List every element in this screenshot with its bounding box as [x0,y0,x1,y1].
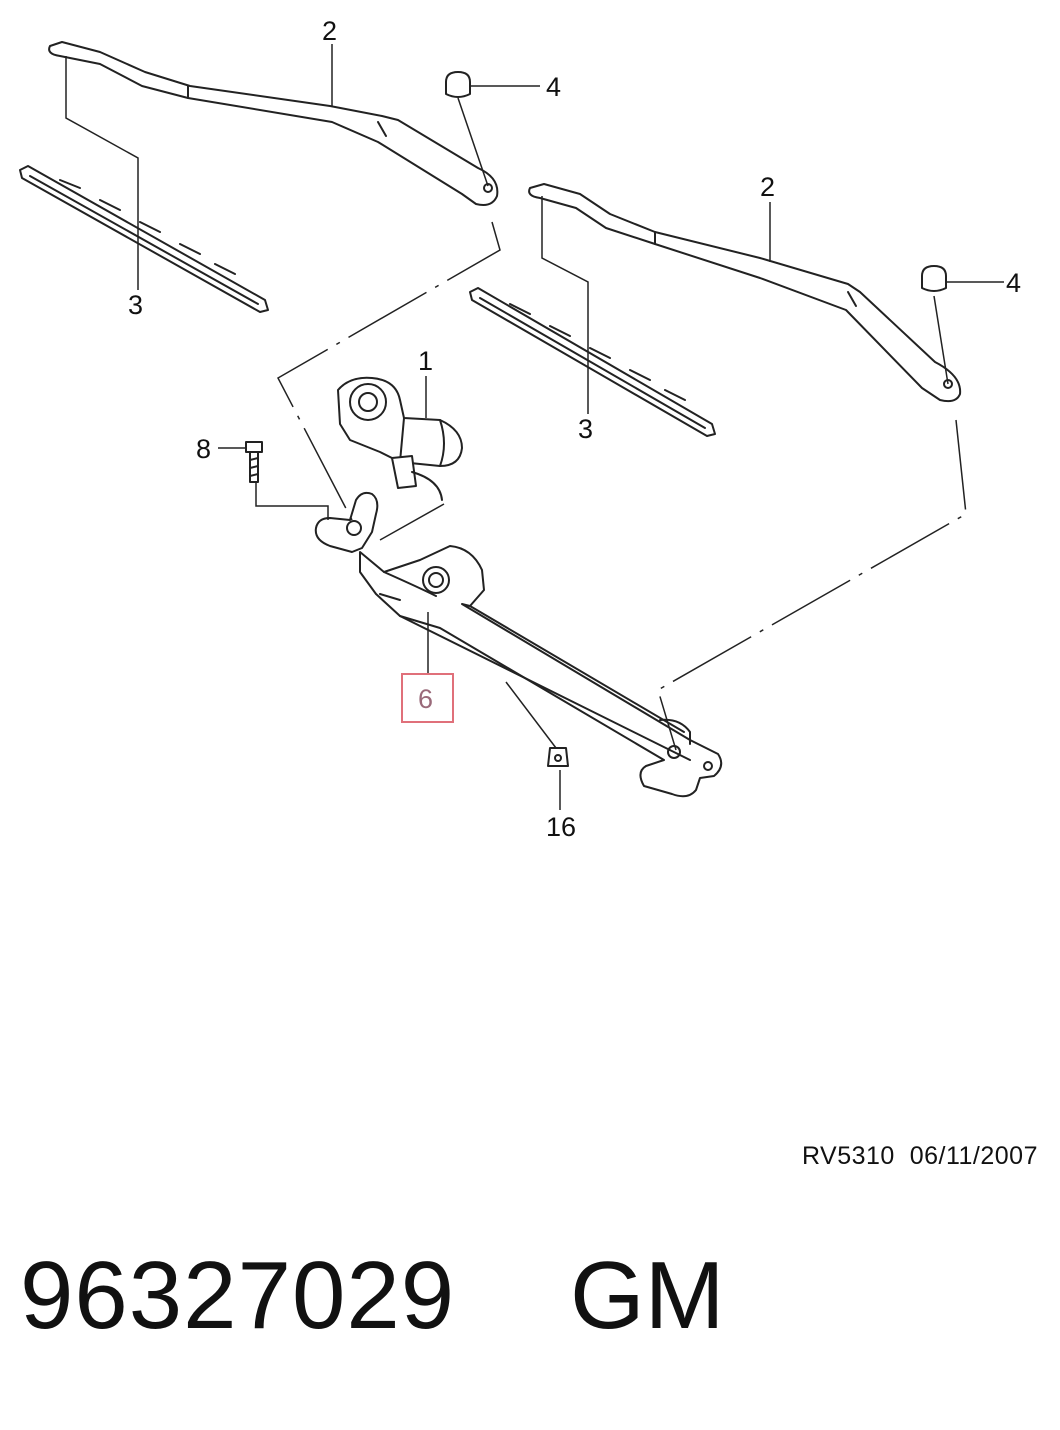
callout-linkage-highlight-box [401,673,454,723]
nut [547,747,569,767]
drawing-code-date: RV5310 06/11/2007 [801,1142,1038,1170]
wiper-motor [337,376,463,501]
callout-nut-cap-left: 4 [546,72,561,102]
leader-lines [65,44,1004,810]
wiper-blade-right [469,287,716,437]
bolt [245,441,263,483]
callout-motor: 1 [418,346,433,376]
callout-nut-cap-right: 4 [1006,268,1021,298]
callout-arm-right: 2 [760,172,775,202]
wiper-arm-left [48,41,499,206]
callout-blade-right: 3 [578,414,593,444]
callout-blade-left: 3 [128,290,143,320]
callouts: 1 2 2 3 3 4 4 8 16 6 [128,16,1021,842]
wiper-exploded-diagram: 1 2 2 3 3 4 4 8 16 6 [19,16,1021,842]
callout-bolt: 8 [196,434,211,464]
callout-arm-left: 2 [322,16,337,46]
part-number: 96327029 [20,1242,456,1349]
nut-cap-right [921,265,947,292]
nut-cap-left [445,71,471,98]
wiper-linkage [314,491,723,798]
brand-name: GM [570,1242,725,1349]
wiper-blade-left [19,165,269,313]
callout-linkage: 6 [418,684,433,714]
wiper-arm-right [528,183,962,403]
callout-nut: 16 [546,812,576,842]
